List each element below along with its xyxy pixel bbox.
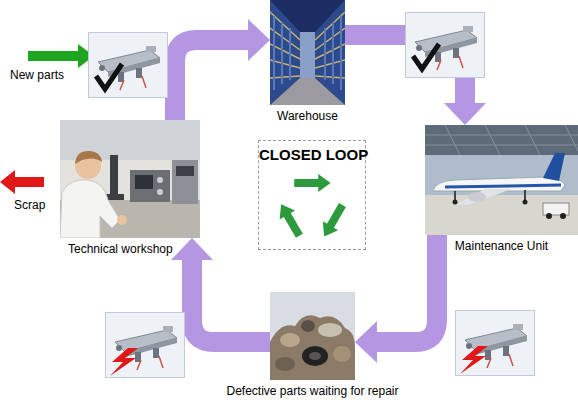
defective-parts-image xyxy=(270,292,355,380)
node-caption: Warehouse xyxy=(277,109,338,123)
maintenance-image-detail xyxy=(425,195,578,235)
defective-part-icon xyxy=(456,311,535,376)
part-image xyxy=(89,33,168,98)
maintenance-image-detail xyxy=(455,190,525,201)
maintenance-image-detail xyxy=(543,203,569,215)
part-image xyxy=(406,13,485,78)
workshop-image-detail xyxy=(130,170,170,202)
defective-parts-image-detail xyxy=(301,320,315,332)
closed-loop-box-detail-detail xyxy=(318,174,330,192)
arrow-head xyxy=(355,321,377,363)
closed-loop-box: CLOSED LOOP xyxy=(258,140,366,250)
workshop-image xyxy=(60,120,200,238)
green-arrow xyxy=(28,44,94,68)
arrow-head xyxy=(248,19,270,61)
defective-part-icon xyxy=(106,313,185,378)
maintenance-image-detail xyxy=(433,177,565,191)
flow-arrow xyxy=(345,35,486,125)
flow-arrow xyxy=(355,235,437,363)
closed-loop-box-detail-detail xyxy=(294,179,320,187)
flow-arrow xyxy=(175,19,270,120)
maintenance-image-detail xyxy=(560,213,566,219)
lightning-bolt xyxy=(110,348,138,376)
defective-parts-image-detail xyxy=(302,346,328,366)
closed-loop-box xyxy=(259,167,365,247)
arrow-head xyxy=(171,238,213,260)
arrow-shaft xyxy=(192,259,270,342)
good-part-icon xyxy=(89,33,168,98)
workshop-image-detail xyxy=(75,151,102,164)
workshop-image-detail xyxy=(60,180,120,238)
maintenance-image-detail xyxy=(523,200,528,205)
image-node: Maintenance Unit xyxy=(425,125,578,235)
maintenance-image-detail xyxy=(425,125,578,235)
node-caption: Defective parts waiting for repair xyxy=(226,384,398,398)
good-part-icon xyxy=(406,13,485,78)
checkmark xyxy=(413,44,439,69)
part-image xyxy=(106,313,185,378)
checkmark xyxy=(96,64,122,89)
maintenance-image xyxy=(425,125,578,235)
scrap-arrow xyxy=(0,170,44,194)
workshop-image-detail xyxy=(157,177,163,183)
node-caption: Technical workshop xyxy=(68,242,173,256)
maintenance-image-detail xyxy=(425,125,578,155)
closed-loop-box-detail xyxy=(294,174,330,192)
closed-loop-box-detail-detail xyxy=(286,213,299,235)
red-arrow xyxy=(0,170,44,194)
output-label: Scrap xyxy=(14,198,45,212)
workshop-image-detail xyxy=(157,189,163,195)
warehouse-image-detail xyxy=(270,0,345,105)
closed-loop-box-detail-detail xyxy=(317,221,339,241)
defective-parts-image-detail xyxy=(275,357,295,371)
maintenance-image-detail xyxy=(453,200,458,205)
maintenance-image-detail xyxy=(468,192,486,202)
maintenance-image-detail xyxy=(543,153,565,181)
workshop-image-detail xyxy=(60,120,200,238)
arrow-shaft xyxy=(175,40,249,120)
node-caption: Maintenance Unit xyxy=(455,239,548,253)
workshop-image-detail xyxy=(135,175,153,189)
workshop-image-detail xyxy=(110,155,118,195)
maintenance-image-detail xyxy=(546,213,552,219)
new-parts-arrow xyxy=(28,44,94,68)
maintenance-image-detail xyxy=(425,125,578,155)
warehouse-image-detail xyxy=(300,32,315,78)
defective-parts-image-detail xyxy=(318,323,342,337)
defective-parts-image-detail xyxy=(270,315,355,380)
warehouse-image xyxy=(270,0,345,105)
image-node: Warehouse xyxy=(270,0,345,105)
closed-loop-box-detail xyxy=(317,200,351,240)
maintenance-image-detail xyxy=(455,189,511,205)
defective-parts-image-detail xyxy=(280,333,300,347)
arrow-shaft xyxy=(345,35,465,104)
warehouse-image-detail xyxy=(274,16,341,90)
image-node: Technical workshop xyxy=(60,120,200,238)
defective-parts-image-detail xyxy=(270,292,355,380)
arrow-head xyxy=(444,103,486,125)
defective-parts-image-detail xyxy=(309,352,321,360)
box-heading: CLOSED LOOP xyxy=(259,146,365,163)
workshop-image-detail xyxy=(172,160,198,204)
workshop-image-detail xyxy=(176,166,194,176)
flow-arrow xyxy=(171,238,270,342)
input-label: New parts xyxy=(10,68,64,82)
maintenance-image-detail xyxy=(445,185,561,187)
closed-loop-box-detail-detail xyxy=(330,205,343,227)
defective-parts-image-detail xyxy=(333,346,351,362)
lightning-bolt xyxy=(460,346,488,374)
arrow-shaft xyxy=(376,235,437,342)
image-node: Defective parts waiting for repair xyxy=(270,292,355,380)
workshop-image-detail xyxy=(117,215,127,225)
closed-loop-box-detail-detail xyxy=(273,200,295,220)
part-image xyxy=(456,311,535,376)
closed-loop-box-detail xyxy=(273,200,307,240)
